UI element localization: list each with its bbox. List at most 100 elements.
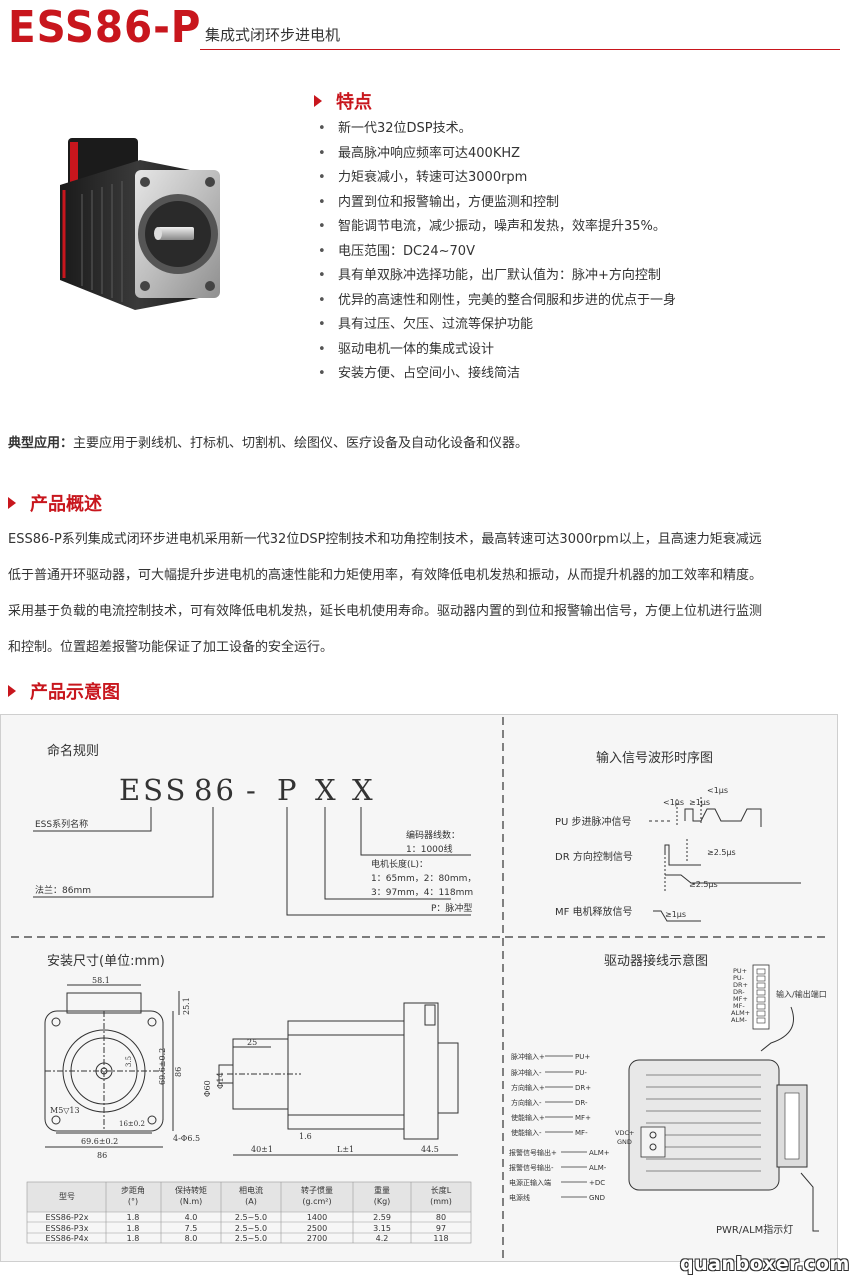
timing-t2: <1μs [663,798,684,807]
features-title: 特点 [336,92,372,113]
features-heading: 特点 [314,88,372,114]
svg-text:脉冲输入-: 脉冲输入- [511,1068,542,1077]
dim-l: L±1 [337,1145,354,1154]
td: 2.59 [373,1213,391,1222]
code-p: P [277,773,300,807]
gnd-label: GND [617,1138,632,1146]
th-step: 步距角 [121,1185,145,1195]
triangle-bullet-icon [314,95,322,107]
svg-text:ALM+: ALM+ [731,1009,750,1017]
th-torque-unit: (N.m) [180,1197,203,1206]
led-label: PWR/ALM指示灯 [716,1223,793,1236]
svg-text:DR+: DR+ [733,981,748,989]
code-86: 86 [194,773,237,807]
naming-title: 命名规则 [47,743,99,759]
page-subtitle: 集成式闭环步进电机 [205,26,341,44]
td: 2.5~5.0 [235,1234,267,1243]
td: ESS86-P2x [46,1213,89,1222]
td: 2.5~5.0 [235,1224,267,1233]
td: 4.0 [185,1213,198,1222]
svg-text:报警信号输出+: 报警信号输出+ [509,1148,557,1157]
mounting-side-view [218,1002,459,1156]
features-list: 新一代32位DSP技术。 最高脉冲响应频率可达400KHZ 力矩衰减小，转速可达… [318,117,676,387]
led-callout-line [800,1172,819,1232]
code-dash: - [246,773,259,807]
dim-16b: 1.6 [299,1132,312,1141]
overview-line: 采用基于负载的电流控制技术，可有效降低电机发热，延长电机使用寿命。驱动器内置的到… [8,604,763,619]
svg-text:电源正输入端: 电源正输入端 [509,1178,551,1187]
svg-text:ALM+: ALM+ [589,1149,610,1157]
naming-encoder-value: 1：1000线 [406,843,453,855]
driver-body [628,1059,808,1191]
svg-text:PU-: PU- [733,974,745,982]
list-item: 优异的高速性和刚性，完美的整合伺服和步进的优点于一身 [318,289,676,314]
td: 118 [433,1234,448,1243]
svg-text:方向输入+: 方向输入+ [511,1083,545,1092]
overview-title: 产品概述 [30,494,102,515]
overview-line: ESS86-P系列集成式闭环步进电机采用新一代32位DSP控制技术和功角控制技术… [8,532,762,547]
td: 7.5 [185,1224,198,1233]
svg-text:使能输入-: 使能输入- [511,1128,542,1137]
overview-heading: 产品概述 [8,490,102,516]
dim-holes: 4-Φ6.5 [173,1134,200,1143]
dim-69: 69.6±0.2 [81,1137,118,1146]
svg-text:MF-: MF- [733,1002,745,1010]
th-model: 型号 [59,1192,75,1201]
th-inertia: 转子惯量 [301,1185,333,1195]
svg-text:使能输入+: 使能输入+ [511,1113,545,1122]
td: 1.8 [127,1234,140,1243]
list-item: 新一代32位DSP技术。 [318,117,676,142]
list-item: 智能调节电流，减少振动，噪声和发热，效率提升35%。 [318,215,676,240]
vdc-label: VDC+ [615,1129,634,1137]
timing-title: 输入信号波形时序图 [596,750,713,766]
svg-text:ALM-: ALM- [589,1164,607,1172]
timing-t1: <1μs [707,786,728,795]
code-ess: ESS [119,773,188,807]
timing-pu-label: PU 步进脉冲信号 [555,815,632,828]
svg-text:DR-: DR- [733,988,745,996]
applications-label: 典型应用： [8,436,74,451]
th-weight-unit: (Kg) [374,1197,391,1206]
naming-length-title: 电机长度(L)： [371,858,428,870]
th-current: 相电流 [239,1185,263,1195]
td: 4.2 [376,1234,389,1243]
schematic-panel: 命名规则 ESS 86 - P X X ESS系列名称 法兰：86mm 编码器线… [0,714,838,1262]
td: 1.8 [127,1213,140,1222]
svg-text:PU+: PU+ [733,967,747,975]
list-item: 具有过压、欠压、过流等保护功能 [318,313,676,338]
naming-leader-lines [33,807,471,916]
th-inertia-unit: (g.cm²) [302,1197,331,1206]
header-divider [200,49,840,50]
td: ESS86-P4x [46,1234,89,1243]
td: 2.5~5.0 [235,1213,267,1222]
svg-text:+DC: +DC [589,1179,605,1187]
svg-text:电源线: 电源线 [509,1193,530,1202]
svg-text:ALM-: ALM- [731,1016,748,1024]
td: 3.15 [373,1224,391,1233]
watermark: quanboxer.com [680,1253,850,1275]
dim-14: Φ14 [216,1072,225,1089]
naming-encoder-title: 编码器线数： [406,829,460,841]
dim-25: 25 [247,1038,257,1047]
naming-flange: 法兰：86mm [35,884,91,896]
td: 8.0 [185,1234,198,1243]
svg-text:MF+: MF+ [733,995,748,1003]
dim-60: Φ60 [203,1080,212,1097]
th-length-unit: (mm) [430,1197,452,1206]
applications-body: 主要应用于剥线机、打标机、切割机、绘图仪、医疗设备及自动化设备和仪器。 [73,436,529,451]
svg-text:PU+: PU+ [575,1053,590,1061]
overview-line: 低于普通开环驱动器，可大幅提升步进电机的高速性能和力矩使用率，有效降低电机发热和… [8,568,763,583]
list-item: 安装方便、占空间小、接线简洁 [318,362,676,387]
dim-44: 44.5 [421,1145,439,1154]
wiring-connector [752,964,770,1030]
td: 2500 [307,1224,327,1233]
overview-paragraph: ESS86-P系列集成式闭环步进电机采用新一代32位DSP控制技术和功角控制技术… [8,522,844,666]
dim-86h: 86 [97,1151,107,1160]
motor-product-image [60,138,220,310]
list-item: 驱动电机一体的集成式设计 [318,338,676,363]
port-label: 输入/输出端口 [776,989,827,999]
naming-pulse-type: P：脉冲型 [431,902,472,914]
spec-table: 型号 步距角 (°) 保持转矩 (N.m) 相电流 (A) 转子惯量 (g.cm… [26,1181,472,1244]
svg-text:DR-: DR- [575,1099,588,1107]
list-item: 最高脉冲响应频率可达400KHZ [318,142,676,167]
